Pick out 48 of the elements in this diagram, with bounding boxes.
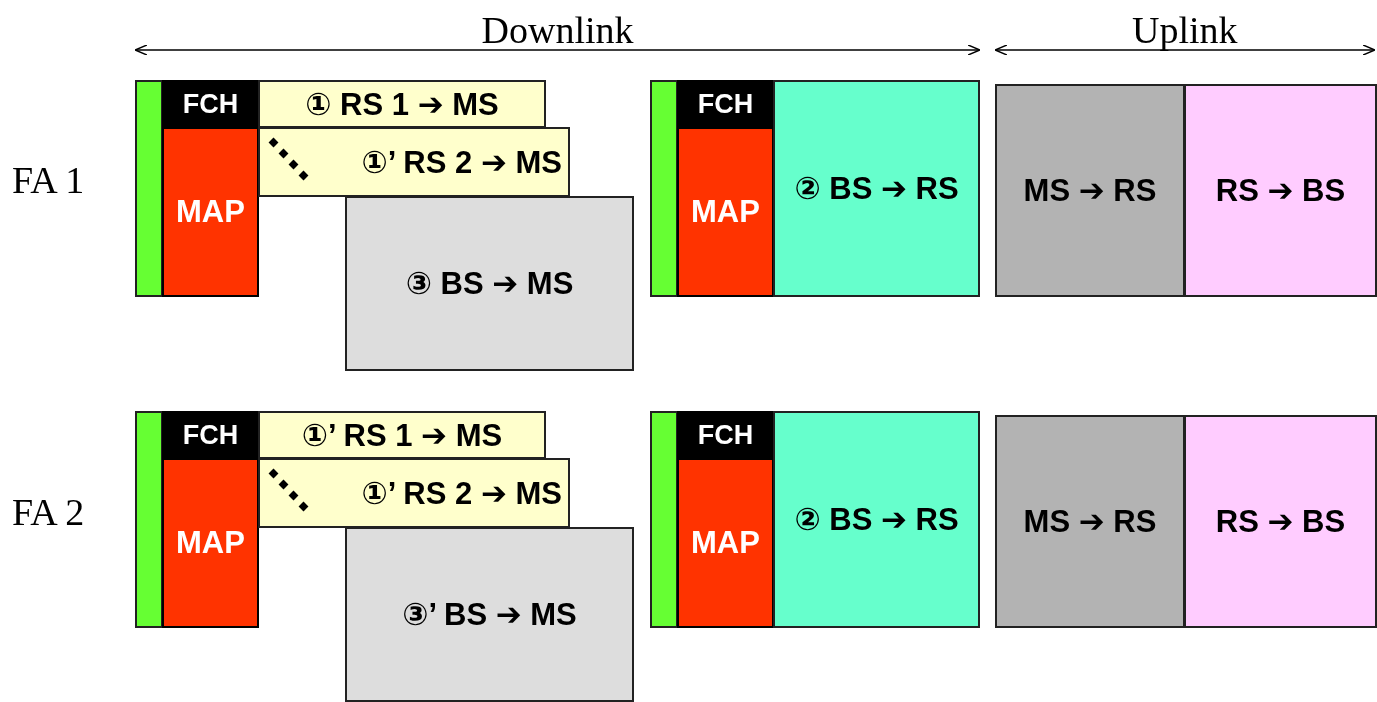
carrier-label: FA 2 bbox=[12, 490, 85, 534]
zone-block bbox=[1184, 415, 1377, 628]
zone-label: ①’ RS 2 ➔ MS bbox=[361, 474, 562, 512]
fch-block bbox=[162, 411, 259, 459]
zone-block bbox=[1184, 84, 1377, 297]
zone-block bbox=[258, 458, 570, 528]
zone-block bbox=[258, 411, 546, 459]
fch-label: FCH bbox=[697, 88, 754, 120]
map-label: MAP bbox=[176, 525, 245, 561]
zone-block bbox=[258, 127, 570, 197]
zone-block bbox=[995, 84, 1185, 297]
zone-block bbox=[345, 527, 634, 702]
map-block bbox=[677, 458, 774, 628]
zone-block bbox=[773, 411, 980, 628]
fch-block bbox=[162, 80, 259, 128]
zone-label: ①’ RS 2 ➔ MS bbox=[361, 143, 562, 181]
preamble-bar bbox=[650, 80, 678, 297]
preamble-bar bbox=[135, 80, 163, 297]
map-block bbox=[677, 127, 774, 297]
fch-label: FCH bbox=[182, 419, 239, 451]
zone-label: RS ➔ BS bbox=[1215, 503, 1346, 540]
fch-block bbox=[677, 411, 774, 459]
preamble-bar bbox=[650, 411, 678, 628]
preamble-bar bbox=[135, 411, 163, 628]
fch-label: FCH bbox=[182, 88, 239, 120]
zone-label: ② BS ➔ RS bbox=[794, 501, 959, 538]
zone-block bbox=[345, 196, 634, 371]
fch-block bbox=[677, 80, 774, 128]
zone-label: ② BS ➔ RS bbox=[794, 170, 959, 207]
map-block bbox=[162, 458, 259, 628]
zone-label: ①’ RS 1 ➔ MS bbox=[301, 416, 503, 454]
uplink-label: Uplink bbox=[1132, 8, 1238, 52]
zone-block bbox=[773, 80, 980, 297]
map-label: MAP bbox=[176, 194, 245, 230]
fch-label: FCH bbox=[697, 419, 754, 451]
zone-label: ③’ BS ➔ MS bbox=[402, 596, 577, 633]
zone-label: ③ BS ➔ MS bbox=[405, 265, 574, 302]
zone-block bbox=[258, 80, 546, 128]
zone-label: ① RS 1 ➔ MS bbox=[305, 85, 499, 123]
zone-label: MS ➔ RS bbox=[1023, 503, 1157, 540]
zone-label: MS ➔ RS bbox=[1023, 172, 1157, 209]
zone-label: RS ➔ BS bbox=[1215, 172, 1346, 209]
map-block bbox=[162, 127, 259, 297]
carrier-label: FA 1 bbox=[12, 158, 85, 202]
map-label: MAP bbox=[691, 194, 760, 230]
downlink-label: Downlink bbox=[481, 8, 634, 52]
zone-block bbox=[995, 415, 1185, 628]
map-label: MAP bbox=[691, 525, 760, 561]
